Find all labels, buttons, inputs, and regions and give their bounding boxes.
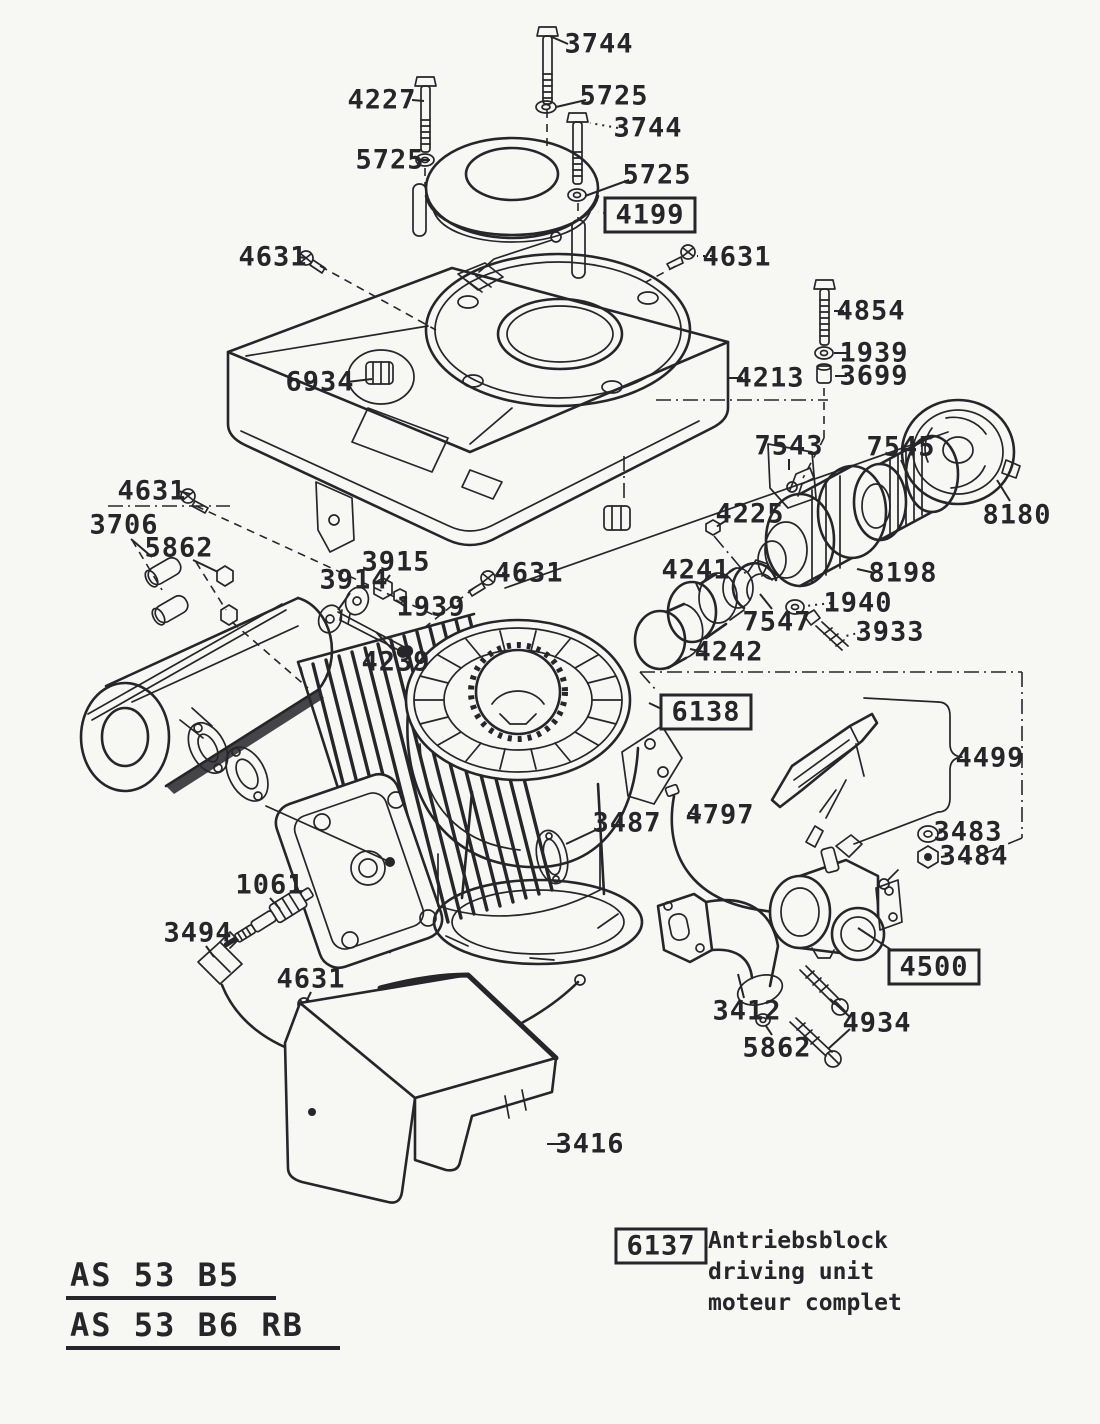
leader-line-3484: [940, 855, 949, 858]
carb-mount-hardware-art: [917, 825, 939, 869]
leader-line-5725: [555, 99, 587, 108]
leader-line-4934: [827, 1028, 851, 1050]
crankcase-art: [432, 782, 644, 966]
leader-line-3744: [551, 36, 569, 45]
leader-line-7547: [759, 593, 773, 610]
leader-line-3494: [205, 945, 215, 958]
leader-line-8198: [856, 568, 876, 574]
leader-line-3483: [936, 831, 943, 835]
leader-line-3915: [384, 574, 391, 583]
leader-line-4242: [689, 648, 705, 653]
carburetor-art: [768, 825, 903, 962]
leader-line-4239: [375, 631, 393, 650]
air-filter-group-art: [504, 398, 1021, 671]
muffler-group-art: [79, 539, 334, 802]
fan-housing-art: [404, 618, 683, 917]
legend-line-de: Antriebsblock: [708, 1228, 889, 1254]
model-name-2: AS 53 B6 RB: [66, 1306, 340, 1350]
legend-line-fr: moteur complet: [708, 1290, 902, 1316]
legend-line-en: driving unit: [708, 1259, 875, 1285]
leader-line-3487: [565, 827, 601, 845]
air-duct-art: [283, 972, 559, 1204]
leader-line-1939: [395, 599, 407, 608]
throttle-lever-art: [639, 671, 1023, 863]
leader-lines: [130, 36, 1011, 1145]
leader-line-4631: [297, 256, 307, 259]
leader-line-6934: [346, 378, 373, 383]
top-fasteners-art: [414, 26, 589, 221]
leader-line-3744: [589, 122, 619, 129]
leader-line-4225: [715, 519, 728, 528]
legend-text: Antriebsblock driving unit moteur comple…: [708, 1226, 902, 1319]
fuel-tank-art: [108, 252, 828, 553]
model-name-1: AS 53 B5: [66, 1256, 277, 1300]
leader-line-4631: [305, 991, 312, 1003]
model-designations: AS 53 B5 AS 53 B6 RB: [66, 1256, 340, 1356]
screws-4934: [789, 965, 849, 1068]
leader-line-4241: [695, 582, 701, 593]
leader-line-4631: [177, 490, 191, 495]
leader-line-1061: [269, 897, 281, 910]
intake-elbow-art: [656, 892, 849, 1068]
leader-line-3706: [130, 538, 153, 558]
leader-line-3933: [845, 631, 863, 637]
leader-line-7545: [900, 459, 909, 475]
leader-line-4797: [687, 812, 702, 816]
leader-line-6138: [648, 702, 669, 713]
leader-line-4227: [411, 99, 425, 102]
leader-line-3914: [337, 592, 351, 611]
leader-line-5862: [765, 1025, 773, 1036]
leader-line-5725: [584, 179, 630, 197]
leader-line-8180: [996, 479, 1011, 502]
ignition-art: [197, 887, 586, 1065]
leader-line-4199: [597, 211, 613, 215]
leader-line-5862: [192, 559, 219, 573]
leader-line-3412: [737, 973, 745, 999]
leader-line-1940: [805, 602, 832, 607]
leader-line-4934: [829, 998, 851, 1018]
stud-hardware-art: [317, 577, 414, 658]
right-fasteners-art: [802, 279, 836, 479]
